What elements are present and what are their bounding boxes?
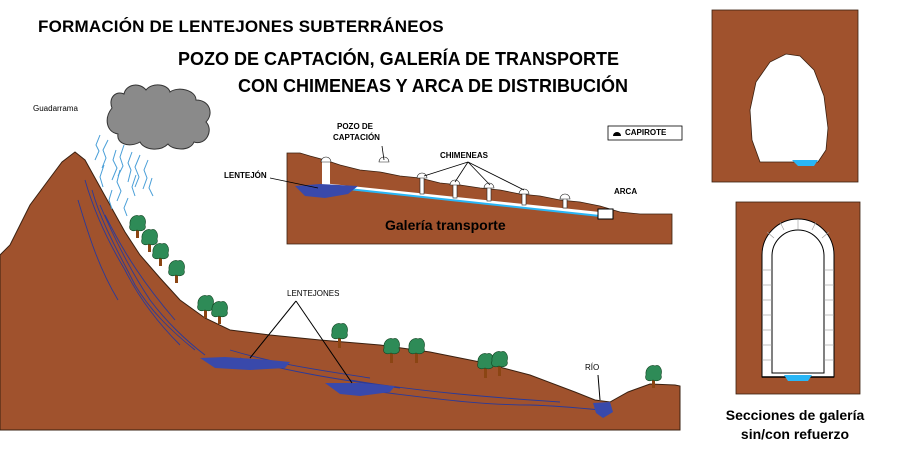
chimeneas [320,156,571,209]
capirote-icon [613,132,621,136]
tree [168,260,185,283]
arca-label: ARCA [614,187,638,196]
inset-terrain [286,152,673,245]
section-unreinforced [711,9,859,183]
galeria-water [330,186,600,217]
pointer-lines [249,300,601,401]
tree [152,243,169,266]
tree [491,351,508,376]
capirote-legend-box [607,125,683,141]
pozo-label-line-2: CAPTACIÓN [333,133,380,142]
arca-box [597,208,614,220]
pozo-shaft [322,162,330,186]
lentejon-label: LENTEJÓN [224,171,267,180]
secciones-caption: Secciones de galería sin/con refuerzo [700,406,890,444]
rio-label: RÍO [585,363,600,372]
tree [129,215,146,238]
tree [211,301,228,324]
section-reinforced [735,201,861,395]
subtitle-line-2: CON CHIMENEAS Y ARCA DE DISTRIBUCIÓN [238,76,629,96]
main-title: FORMACIÓN DE LENTEJONES SUBTERRÁNEOS [38,17,444,36]
galeria-label: Galería transporte [385,217,506,233]
unreinforced-cavity [749,53,829,163]
reinforced-cavity [771,229,825,374]
tree [141,229,158,252]
reinforced-water [784,375,812,381]
lentejon-lens-2 [325,383,395,396]
gallery-inset [269,125,683,245]
rain-cloud [106,84,211,150]
lentejones-label: LENTEJONES [287,289,340,298]
trees [129,215,662,388]
tree [645,365,662,388]
lentejon-lens-1 [200,357,290,370]
pozo-label-line-1: POZO DE [337,122,374,131]
mountain-terrain [0,151,681,431]
tree [383,338,400,363]
river-water [593,402,613,418]
unreinforced-water [792,160,818,166]
capirote-label: CAPIROTE [625,128,667,137]
tree [408,338,425,363]
secciones-caption-line-1: Secciones de galería [725,407,865,423]
tree [331,323,348,348]
inset-lentejon [295,184,358,198]
subtitle-line-1: POZO DE CAPTACIÓN, GALERÍA DE TRANSPORTE [178,49,620,69]
chimeneas-label: CHIMENEAS [440,151,489,160]
rain-streaks [94,134,154,217]
guadarrama-label: Guadarrama [33,104,78,113]
secciones-caption-line-2: sin/con refuerzo [740,426,850,442]
